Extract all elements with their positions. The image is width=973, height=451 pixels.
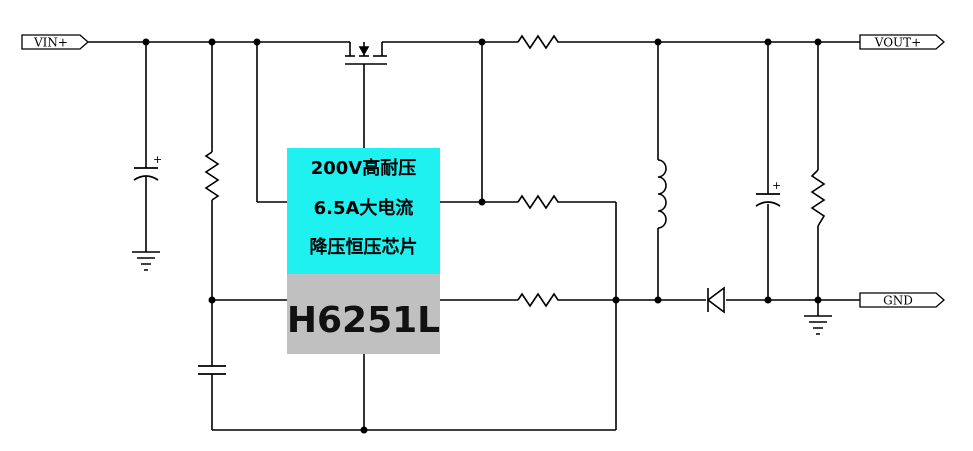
resistor-top bbox=[517, 34, 562, 50]
port-vin: VIN+ bbox=[21, 34, 89, 50]
port-gnd-label: GND bbox=[883, 294, 913, 308]
capacitor-bootstrap bbox=[198, 365, 226, 375]
port-vout-label: VOUT+ bbox=[874, 36, 921, 50]
ground-symbol-output bbox=[804, 315, 832, 335]
resistor-bottom bbox=[517, 292, 562, 308]
wires bbox=[88, 41, 860, 431]
polarity-plus-input: + bbox=[153, 153, 162, 166]
resistor-left bbox=[204, 151, 220, 201]
diode-symbol bbox=[706, 286, 725, 314]
polarity-plus-output: + bbox=[772, 179, 781, 192]
ground-symbol-input bbox=[132, 251, 160, 271]
resistor-mid bbox=[517, 194, 562, 210]
inductor-symbol bbox=[657, 159, 667, 229]
mosfet-symbol bbox=[345, 42, 387, 65]
port-gnd: GND bbox=[859, 292, 945, 308]
chip-feature-panel bbox=[287, 148, 440, 274]
capacitor-input-polarized: + bbox=[133, 153, 162, 181]
chip-feature-line-3: 降压恒压芯片 bbox=[310, 236, 418, 258]
chip-feature-line-1: 200V高耐压 bbox=[311, 157, 417, 179]
chip-part-number: H6251L bbox=[287, 300, 440, 341]
port-vout: VOUT+ bbox=[859, 34, 945, 50]
chip-part-panel bbox=[287, 274, 440, 354]
chip-feature-line-2: 6.5A大电流 bbox=[314, 197, 414, 219]
port-vin-label: VIN+ bbox=[33, 36, 68, 50]
resistor-output bbox=[810, 169, 826, 227]
junction-dots bbox=[142, 38, 822, 434]
capacitor-output-polarized: + bbox=[755, 179, 781, 207]
chip-block: 200V高耐压 6.5A大电流 降压恒压芯片 H6251L bbox=[287, 148, 440, 354]
